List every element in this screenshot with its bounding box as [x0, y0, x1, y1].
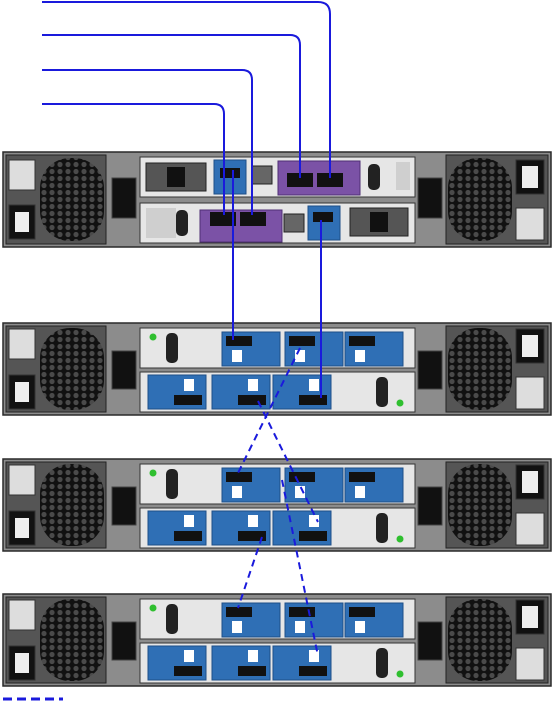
- fan-icon: [516, 513, 544, 545]
- sas-port[interactable]: [349, 607, 375, 617]
- sas-port[interactable]: [299, 531, 327, 541]
- sas-port[interactable]: [349, 336, 375, 346]
- arrow-icon: [232, 350, 242, 362]
- sas-port[interactable]: [238, 395, 266, 405]
- disk-shelf-3: [3, 594, 551, 686]
- arrow-icon: [184, 515, 194, 527]
- power-switch-icon: [370, 212, 388, 232]
- disk-shelf-2: [3, 459, 551, 551]
- sas-port[interactable]: [226, 472, 252, 482]
- sas-port[interactable]: [289, 336, 315, 346]
- fan-icon: [516, 648, 544, 680]
- disk-shelves: [3, 323, 551, 686]
- disk-shelf-1: [3, 323, 551, 415]
- ethernet-port-icon[interactable]: [284, 214, 304, 232]
- fan-icon: [9, 329, 35, 359]
- handle-icon: [418, 351, 442, 389]
- sas-port[interactable]: [174, 395, 202, 405]
- sas-port[interactable]: [289, 472, 315, 482]
- arrow-icon: [355, 350, 365, 362]
- power-supply-left: [6, 155, 106, 244]
- handle-icon: [112, 178, 136, 218]
- sas-port[interactable]: [238, 666, 266, 676]
- sas-port[interactable]: [299, 395, 327, 405]
- arrow-icon: [309, 650, 319, 662]
- arrow-icon: [184, 379, 194, 391]
- sas-port[interactable]: [349, 472, 375, 482]
- arrow-icon: [309, 379, 319, 391]
- fan-icon: [9, 160, 35, 190]
- fan-icon: [516, 377, 544, 409]
- sas-port-blue-bottom[interactable]: [308, 206, 340, 240]
- arrow-icon: [248, 650, 258, 662]
- handle-icon: [112, 351, 136, 389]
- handle-icon: [418, 622, 442, 660]
- status-led: [397, 536, 404, 543]
- arrow-icon: [232, 621, 242, 633]
- status-led: [397, 400, 404, 407]
- controller-chassis: [3, 152, 551, 247]
- arrow-icon: [355, 486, 365, 498]
- sas-port[interactable]: [174, 531, 202, 541]
- status-led: [397, 671, 404, 678]
- fan-icon: [9, 600, 35, 630]
- status-led: [150, 470, 157, 477]
- status-led: [150, 605, 157, 612]
- fan-icon: [9, 465, 35, 495]
- handle-icon: [112, 487, 136, 525]
- handle-icon: [112, 622, 136, 660]
- arrow-icon: [248, 379, 258, 391]
- fan-icon: [516, 208, 544, 240]
- handle-icon: [418, 487, 442, 525]
- sas-port[interactable]: [174, 666, 202, 676]
- status-led: [150, 334, 157, 341]
- arrow-icon: [355, 621, 365, 633]
- sas-port[interactable]: [226, 607, 252, 617]
- arrow-icon: [232, 486, 242, 498]
- power-switch-icon: [167, 167, 185, 187]
- sas-port[interactable]: [289, 607, 315, 617]
- arrow-icon: [248, 515, 258, 527]
- power-supply-right: [446, 155, 548, 244]
- sas-port[interactable]: [226, 336, 252, 346]
- arrow-icon: [295, 350, 305, 362]
- sas-port[interactable]: [299, 666, 327, 676]
- arrow-icon: [295, 621, 305, 633]
- arrow-icon: [184, 650, 194, 662]
- handle-icon: [418, 178, 442, 218]
- ethernet-port-icon[interactable]: [252, 166, 272, 184]
